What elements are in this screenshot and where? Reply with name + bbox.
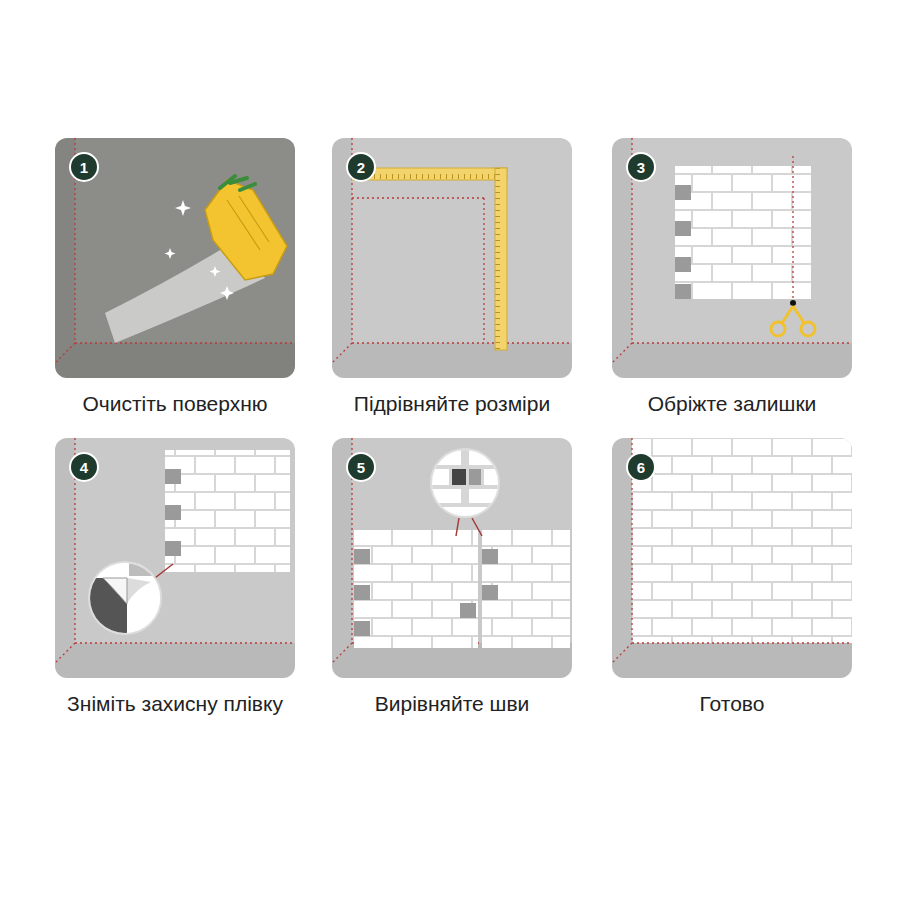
step-number-badge: 5 bbox=[346, 452, 376, 482]
step-number-badge: 6 bbox=[626, 452, 656, 482]
step-panel: Очистіть поверхню1 bbox=[55, 138, 295, 378]
step-panel: Обріжте залишки3 bbox=[612, 138, 852, 378]
step-caption: Готово bbox=[700, 692, 765, 716]
step-number: 4 bbox=[80, 460, 88, 475]
step-number: 1 bbox=[80, 160, 88, 175]
step-number-badge: 2 bbox=[346, 152, 376, 182]
step-number-badge: 4 bbox=[69, 452, 99, 482]
step-panel: Підрівняйте розміри2 bbox=[332, 138, 572, 378]
step-caption: Підрівняйте розміри bbox=[354, 392, 550, 416]
step-caption: Очистіть поверхню bbox=[82, 392, 267, 416]
step-number: 6 bbox=[637, 460, 645, 475]
step-panel: Готово6 bbox=[612, 438, 852, 678]
step-number: 5 bbox=[357, 460, 365, 475]
step-caption: Вирівняйте шви bbox=[375, 692, 530, 716]
step-number: 2 bbox=[357, 160, 365, 175]
step-panel: Зніміть захисну плівку4 bbox=[55, 438, 295, 678]
step-number: 3 bbox=[637, 160, 645, 175]
step-panel: Вирівняйте шви5 bbox=[332, 438, 572, 678]
step-number-badge: 1 bbox=[69, 152, 99, 182]
step-number-badge: 3 bbox=[626, 152, 656, 182]
step-caption: Зніміть захисну плівку bbox=[67, 692, 283, 716]
step-caption: Обріжте залишки bbox=[648, 392, 817, 416]
